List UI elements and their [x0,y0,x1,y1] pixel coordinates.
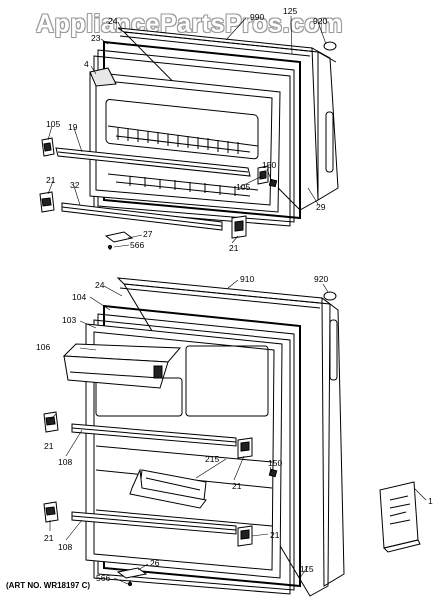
freezer-end-cap-105-right [257,165,269,185]
label-27: 27 [143,229,153,239]
label-26: 26 [150,558,160,568]
label-105-right: 105 [236,182,250,192]
fresh-food-outer-door-panel [116,277,345,597]
label-125: 125 [283,6,297,16]
label-1: 1 [428,496,433,506]
freezer-end-cap-21-right [231,215,247,239]
label-105-left: 105 [46,119,60,129]
freezer-shelf-bar-32 [61,202,223,231]
end-cap-21-lower-left [43,501,59,523]
end-cap-21-upper-right [237,437,253,459]
label-21-upper-left: 21 [44,441,54,451]
label-108-lower: 108 [58,542,72,552]
label-21-upper-right: 21 [232,481,242,491]
label-115: 115 [300,564,314,574]
end-cap-21-upper-left [43,411,59,433]
label-150: 150 [262,160,276,170]
freezer-door-assembly: 990 125 920 24 23 4 105 19 21 32 150 105… [39,6,339,253]
shelf-bar-108-upper [71,423,237,447]
label-32: 32 [70,180,80,190]
label-106: 106 [36,342,50,352]
label-103: 103 [62,315,76,325]
instruction-booklet-1 [379,481,421,553]
shelf-bar-108-lower [71,511,237,535]
label-910: 910 [240,274,254,284]
freezer-hinge-27 [104,231,134,250]
label-19: 19 [68,122,78,132]
plug-150 [268,468,278,478]
label-29: 29 [316,202,326,212]
label-24: 24 [108,16,118,26]
label-150-bottom: 150 [268,458,282,468]
label-566: 566 [130,240,144,250]
art-number: (ART NO. WR18197 C) [6,581,91,590]
dairy-door-106 [62,343,182,389]
freezer-door-liner [89,67,281,213]
label-920: 920 [313,16,327,26]
label-990: 990 [250,12,264,22]
freezer-shelf-bar-19 [55,147,251,177]
label-21-left: 21 [46,175,56,185]
label-21-lower-left: 21 [44,533,54,543]
label-104: 104 [72,292,86,302]
label-24-bottom: 24 [95,280,105,290]
label-920-bottom: 920 [314,274,328,284]
freezer-end-cap-21-left [39,191,55,213]
label-21-lower-right: 21 [270,530,280,540]
hinge-26 [116,567,148,587]
label-215: 215 [205,454,219,464]
freezer-end-cap-105-left [41,137,55,157]
end-cap-21-lower-right [237,525,253,547]
fresh-food-door-assembly: 910 920 24 104 103 106 21 108 215 150 21… [36,274,433,597]
label-566-bottom: 566 [96,573,110,583]
door-bin-215 [129,468,207,509]
label-23: 23 [91,33,101,43]
label-108-upper: 108 [58,457,72,467]
label-4: 4 [84,59,89,69]
label-21-right: 21 [229,243,239,253]
freezer-outer-door-panel [117,27,339,211]
freezer-plug-150 [268,178,278,188]
